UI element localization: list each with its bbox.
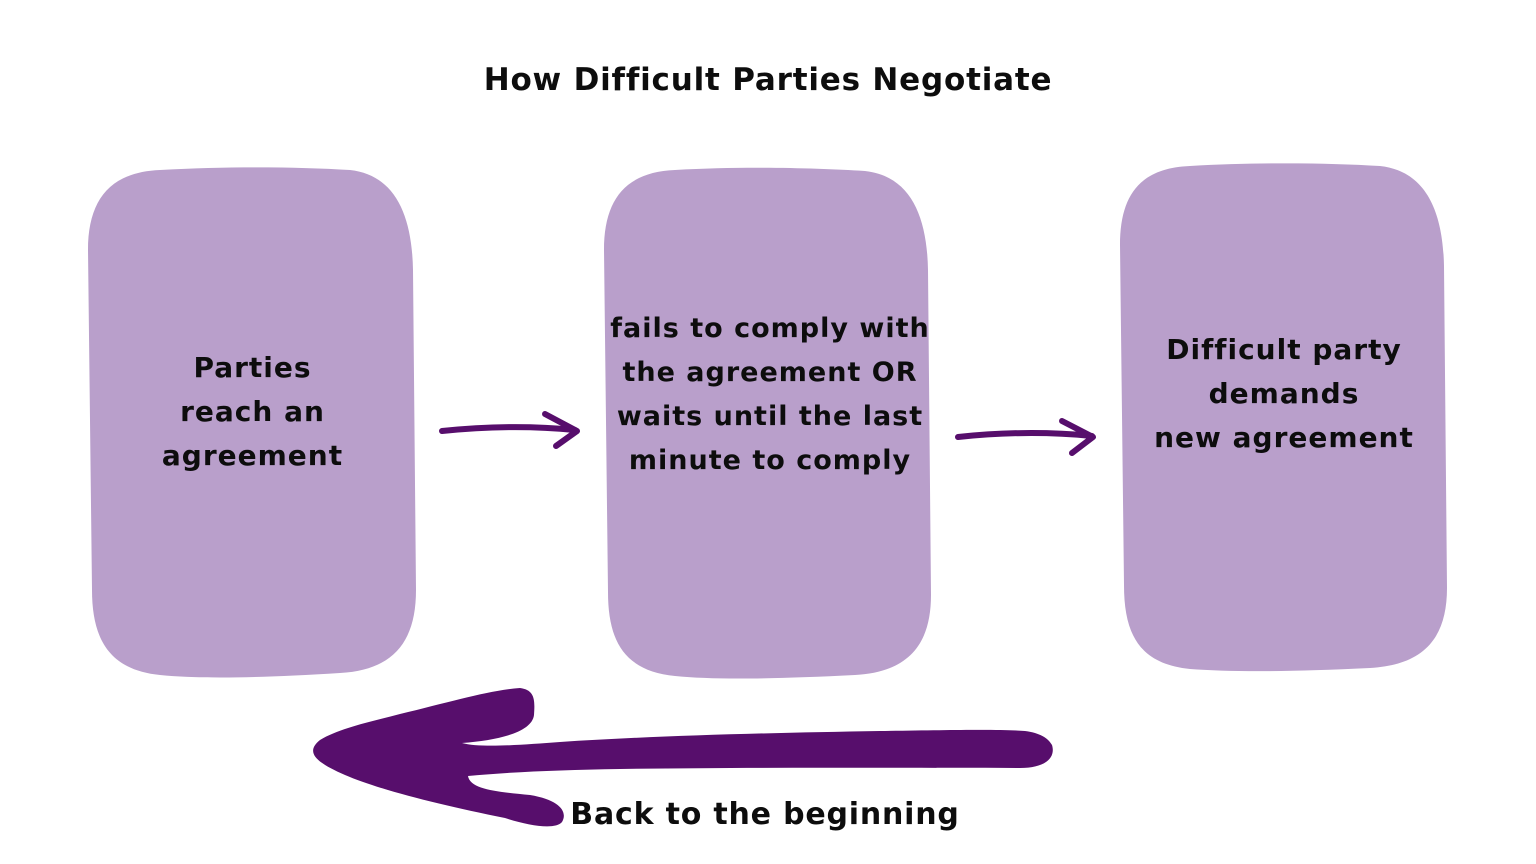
connector-arrow-1 [439, 411, 580, 449]
step-box-2 [604, 167, 931, 679]
step-1-text: Parties reach an agreement [161, 351, 344, 472]
arrow-head [542, 411, 580, 449]
connector-arrow-2 [955, 418, 1096, 456]
step-box-3 [1120, 163, 1447, 672]
step-2-text: fails to comply with the agreement OR wa… [610, 313, 930, 476]
loop-back-label: Back to the beginning [570, 797, 960, 832]
step-3-text: Difficult party demands new agreement [1154, 333, 1414, 454]
left-arrow-icon [313, 688, 1053, 827]
right-arrow-icon [955, 430, 1095, 440]
step-box-1 [88, 167, 416, 678]
arrow-head [1059, 418, 1096, 456]
diagram-title: How Difficult Parties Negotiate [483, 62, 1053, 98]
right-arrow-icon [439, 424, 578, 434]
